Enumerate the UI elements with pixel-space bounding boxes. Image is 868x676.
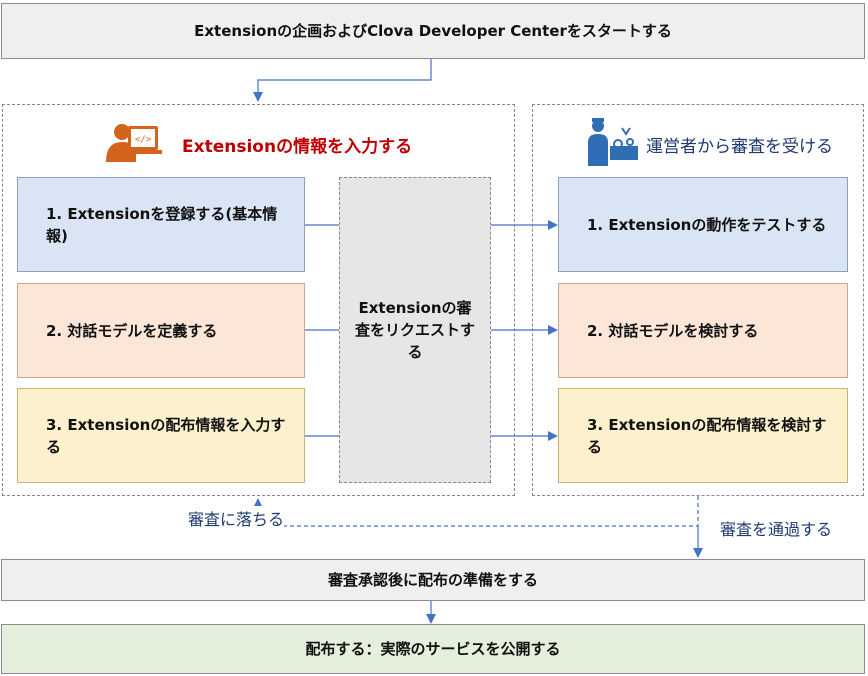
left-step-3-text: 3. Extensionの配布情報を入力する — [46, 415, 286, 456]
right-step-1-text: 1. Extensionの動作をテストする — [587, 215, 827, 234]
left-step-1: 1. Extensionを登録する(基本情報) — [17, 177, 305, 272]
left-step-2-text: 2. 対話モデルを定義する — [46, 321, 218, 340]
preparation-box: 審査承認後に配布の準備をする — [1, 559, 865, 601]
left-panel — [2, 104, 515, 496]
right-panel-title: 運営者から審査を受ける — [646, 137, 833, 157]
pass-label: 審査を通過する — [720, 520, 833, 539]
left-step-2: 2. 対話モデルを定義する — [17, 283, 305, 378]
arrow-reject — [253, 496, 699, 527]
right-step-1: 1. Extensionの動作をテストする — [558, 177, 848, 272]
svg-text:</>: </> — [135, 135, 152, 145]
right-step-3: 3. Extensionの配布情報を検討する — [558, 388, 848, 483]
preparation-box-text: 審査承認後に配布の準備をする — [327, 571, 538, 589]
operator-icon — [588, 118, 638, 166]
reject-label: 審査に落ちる — [188, 506, 285, 530]
left-step-3: 3. Extensionの配布情報を入力する — [17, 388, 305, 483]
left-panel-title: Extensionの情報を入力する — [182, 137, 413, 157]
right-step-3-text: 3. Extensionの配布情報を検討する — [587, 415, 827, 456]
right-panel — [532, 104, 864, 496]
right-step-2: 2. 対話モデルを検討する — [558, 283, 848, 378]
release-box: 配布する：実際のサービスを公開する — [1, 624, 865, 674]
left-step-1-text: 1. Extensionを登録する(基本情報) — [46, 204, 278, 245]
right-step-2-text: 2. 対話モデルを検討する — [587, 321, 759, 340]
arrow-start-to-panel — [253, 59, 432, 102]
release-box-text: 配布する：実際のサービスを公開する — [305, 640, 561, 658]
start-box-text: Extensionの企画およびClova Developer Centerをスタ… — [194, 22, 672, 40]
developer-icon: </> — [106, 124, 162, 162]
review-request-text: Extensionの審査をリクエストする — [354, 299, 475, 361]
start-box: Extensionの企画およびClova Developer Centerをスタ… — [1, 3, 865, 59]
review-request-box: Extensionの審査をリクエストする — [339, 177, 491, 483]
